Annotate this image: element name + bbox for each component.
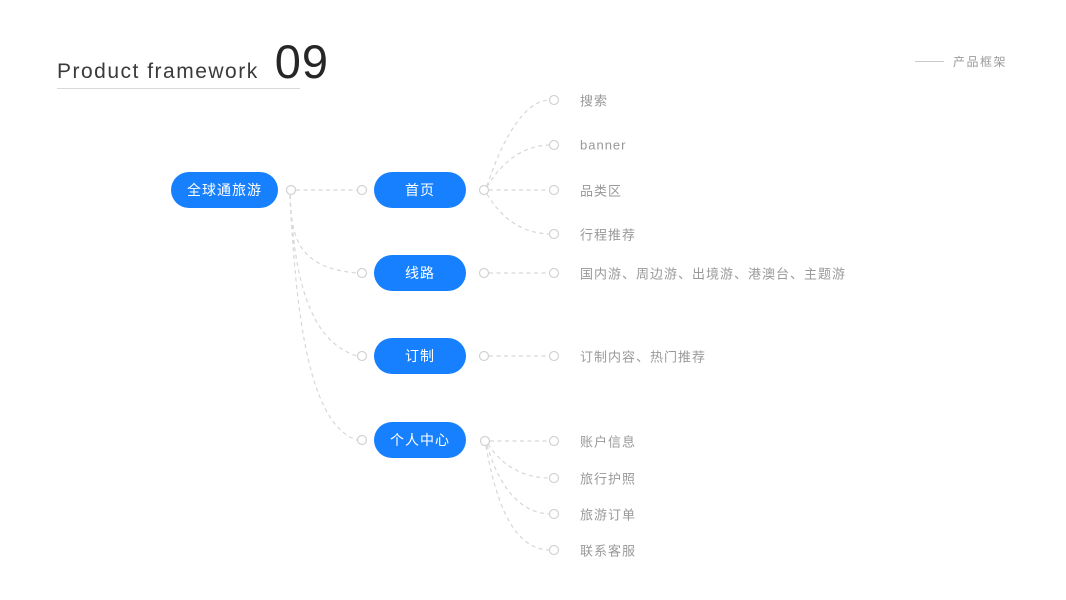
node-custom[interactable]: 订制 bbox=[374, 338, 466, 374]
leaf-trip-recommend: 行程推荐 bbox=[580, 227, 637, 243]
corner-caption: 产品框架 bbox=[914, 53, 1007, 70]
leaf-travel-orders: 旅游订单 bbox=[580, 507, 637, 523]
leaf-route-types: 国内游、周边游、出境游、港澳台、主题游 bbox=[580, 266, 847, 282]
leaf-category: 品类区 bbox=[580, 183, 623, 199]
leaf-travel-passport: 旅行护照 bbox=[580, 471, 637, 487]
leaf-banner: banner bbox=[580, 137, 627, 153]
root-connectors bbox=[289, 189, 358, 441]
node-home[interactable]: 首页 bbox=[374, 172, 466, 208]
home-connectors bbox=[486, 99, 550, 235]
title-underline bbox=[57, 88, 300, 89]
page-number: 09 bbox=[274, 35, 330, 88]
node-routes[interactable]: 线路 bbox=[374, 255, 466, 291]
leaf-account-info: 账户信息 bbox=[580, 434, 637, 450]
leaf-search: 搜索 bbox=[580, 93, 609, 109]
leaf-custom-content: 订制内容、热门推荐 bbox=[580, 349, 707, 365]
corner-caption-text: 产品框架 bbox=[952, 55, 1007, 69]
corner-dash bbox=[914, 61, 944, 62]
profile-connectors bbox=[485, 440, 550, 551]
page-title: Product framework 09 bbox=[57, 34, 329, 89]
leaf-contact-service: 联系客服 bbox=[580, 543, 637, 559]
node-root[interactable]: 全球通旅游 bbox=[171, 172, 278, 208]
connector-dots bbox=[285, 94, 560, 556]
page-title-text: Product framework bbox=[57, 60, 259, 83]
node-profile[interactable]: 个人中心 bbox=[374, 422, 466, 458]
